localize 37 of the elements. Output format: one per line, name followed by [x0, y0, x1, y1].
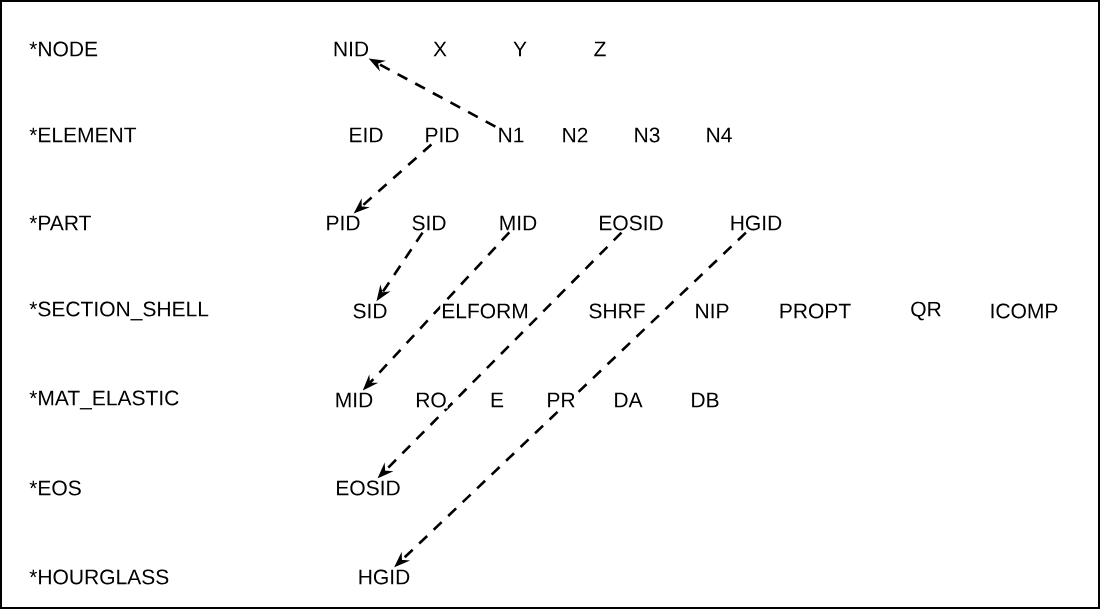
- field-name: EOSID: [600, 215, 663, 231]
- field-name: Z: [592, 40, 608, 58]
- field-name: N2: [560, 126, 590, 144]
- field-name: NID: [334, 41, 369, 57]
- field-name: PID: [426, 127, 459, 143]
- field-name: MID: [500, 215, 537, 231]
- field-name: DA: [612, 391, 644, 409]
- field-name: QR: [909, 300, 943, 322]
- field-name: PR: [545, 391, 577, 409]
- keyword: *MAT_ELASTIC: [28, 389, 181, 411]
- field-name: Y: [512, 40, 528, 58]
- field-name: SID: [412, 215, 446, 231]
- field-name: HGID: [359, 569, 410, 585]
- field-name: PID: [327, 215, 360, 231]
- field-name: N3: [632, 126, 662, 144]
- keyword: *SECTION_SHELL: [28, 300, 210, 322]
- keyword: *ELEMENT: [28, 126, 138, 144]
- keyword: *NODE: [28, 40, 100, 58]
- field-name: MID: [336, 392, 373, 408]
- field-name: ELFORM: [440, 302, 530, 320]
- field-name: SID: [353, 303, 387, 319]
- field-name: PROPT: [777, 302, 853, 320]
- field-name: EOSID: [337, 480, 400, 496]
- keyword: *PART: [28, 214, 93, 232]
- field-name: NIP: [693, 302, 731, 320]
- field-name: SHRF: [587, 302, 647, 320]
- field-name: N4: [704, 126, 734, 144]
- field-name: X: [432, 40, 448, 58]
- field-name: N1: [499, 127, 524, 143]
- keyword: *HOURGLASS: [28, 568, 171, 586]
- field-name: EID: [347, 126, 385, 144]
- field-name: HGID: [731, 215, 782, 231]
- keyword: *EOS: [28, 479, 83, 497]
- field-name: ICOMP: [988, 302, 1060, 320]
- field-name: DB: [689, 391, 721, 409]
- field-name: RO: [414, 391, 448, 409]
- field-name: E: [489, 391, 505, 409]
